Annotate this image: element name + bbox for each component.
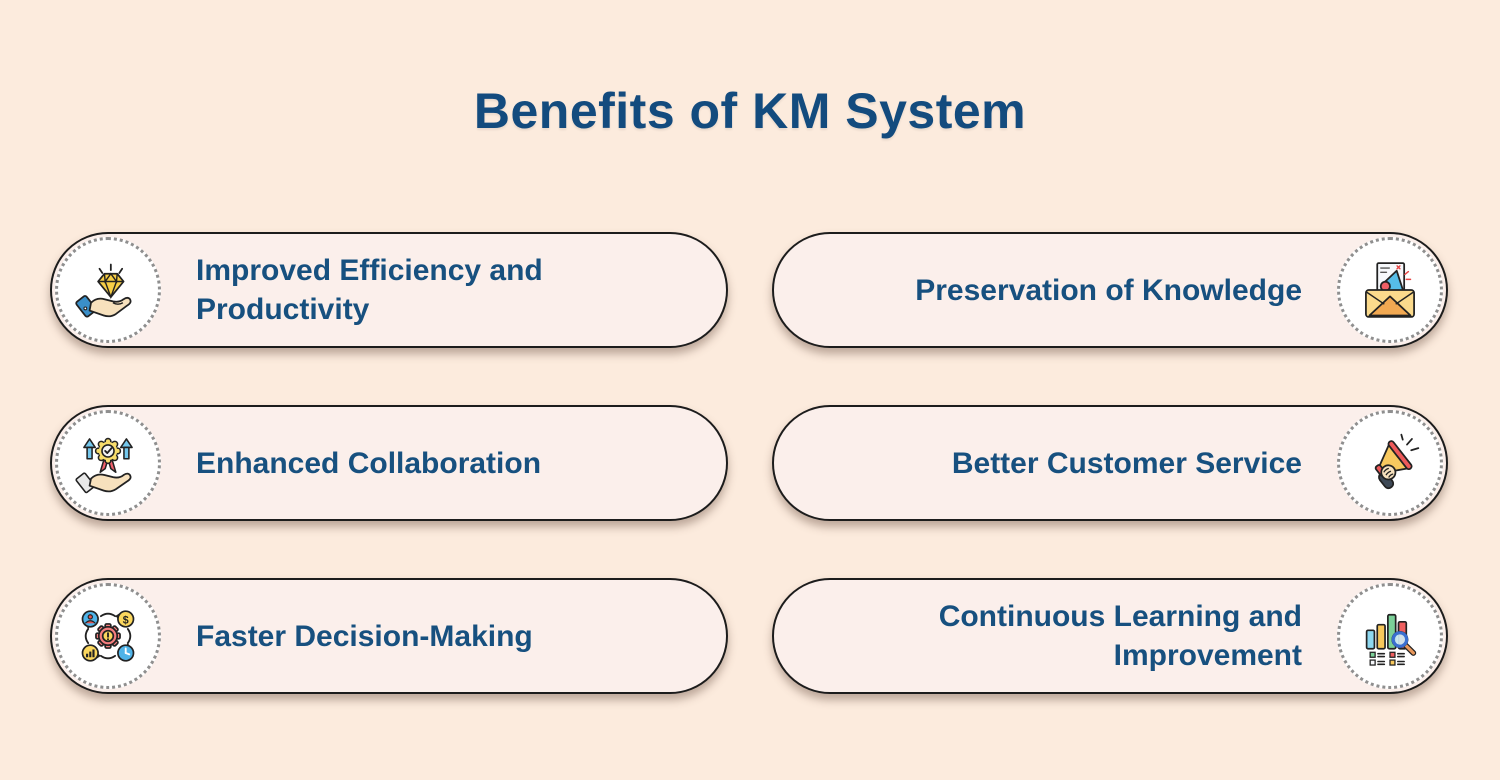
decision-cycle-icon: $ (81, 610, 135, 662)
chart-magnifier-icon (1365, 613, 1417, 666)
award-hand-icon (75, 437, 133, 494)
icon-circle (55, 237, 161, 343)
page-title: Benefits of KM System (473, 83, 1027, 139)
card-enhanced-collaboration: Enhanced Collaboration (50, 405, 728, 521)
cards-grid: Improved Efficiency and Productivity (50, 232, 1448, 694)
icon-circle (1337, 583, 1443, 689)
card-preservation-knowledge: Preservation of Knowledge (772, 232, 1448, 348)
card-label: Improved Efficiency and Productivity (196, 254, 543, 326)
card-label: Enhanced Collaboration (196, 446, 542, 480)
megaphone-hand-icon (1374, 433, 1420, 490)
card-improved-efficiency: Improved Efficiency and Productivity (50, 232, 728, 348)
card-label: Faster Decision-Making (196, 619, 533, 653)
card-label: Preservation of Knowledge (915, 273, 1302, 307)
icon-circle: $ (55, 583, 161, 689)
card-better-customer-service: Better Customer Service (772, 405, 1448, 521)
envelope-announcement-icon (1365, 262, 1415, 318)
icon-circle (55, 410, 161, 516)
svg-text:$: $ (123, 614, 129, 626)
diamond-hand-icon (75, 263, 132, 318)
card-continuous-learning: Continuous Learning and Improvement (772, 578, 1448, 694)
icon-circle (1337, 410, 1443, 516)
card-label: Better Customer Service (951, 446, 1302, 480)
card-label: Continuous Learning and Improvement (938, 600, 1302, 672)
card-faster-decision-making: $ Faster Decision-Making (50, 578, 728, 694)
icon-circle (1337, 237, 1443, 343)
